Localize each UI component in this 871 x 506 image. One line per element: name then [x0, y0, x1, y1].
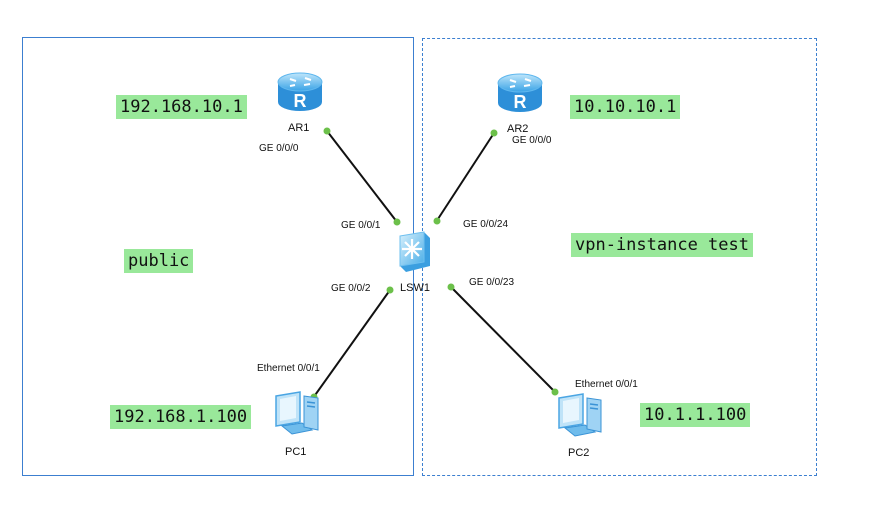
- port-label-ar2-ge000: GE 0/0/0: [512, 135, 552, 146]
- port-dot-lsw1-ge0024: [433, 217, 441, 225]
- pc1-ip-label: 192.168.1.100: [110, 405, 252, 429]
- link-pc2-lsw1: [450, 286, 556, 393]
- port-label-lsw1-ge0024: GE 0/0/24: [463, 219, 509, 230]
- port-label-lsw1-ge002: GE 0/0/2: [331, 283, 371, 294]
- public-zone-label: public: [124, 249, 194, 273]
- port-label-pc1-eth001: Ethernet 0/0/1: [257, 363, 320, 374]
- ar2-name: AR2: [507, 123, 529, 135]
- link-ar1-lsw1: [326, 130, 398, 223]
- pc-icon: [558, 393, 602, 437]
- port-dot-pc2: [551, 388, 559, 396]
- port-label-lsw1-ge001: GE 0/0/1: [341, 220, 381, 231]
- ar1-name: AR1: [288, 122, 310, 134]
- pc2-ip-label: 10.1.1.100: [640, 403, 751, 427]
- port-dot-lsw1-ge002: [386, 286, 394, 294]
- link-ar2-lsw1: [435, 132, 495, 223]
- port-label-pc2-eth001: Ethernet 0/0/1: [575, 379, 638, 390]
- port-dot-ar2: [490, 129, 498, 137]
- router-icon: R: [277, 72, 323, 111]
- router-icon: R: [497, 73, 543, 112]
- svg-text:R: R: [514, 92, 527, 112]
- port-dot-ar1: [323, 127, 331, 135]
- port-dot-lsw1-ge0023: [447, 283, 455, 291]
- svg-text:R: R: [294, 91, 307, 111]
- ar2-ip-label: 10.10.10.1: [570, 95, 681, 119]
- port-label-ar1-ge000: GE 0/0/0: [259, 143, 299, 154]
- lsw1-name: LSW1: [400, 282, 430, 294]
- pc1-name: PC1: [285, 446, 307, 458]
- vpn-instance-zone-label: vpn-instance test: [571, 233, 753, 257]
- switch-icon: [399, 231, 430, 272]
- port-dot-lsw1-ge001: [393, 218, 401, 226]
- port-label-lsw1-ge0023: GE 0/0/23: [469, 277, 515, 288]
- pc2-name: PC2: [568, 447, 590, 459]
- pc-icon: [275, 391, 319, 435]
- link-pc1-lsw1: [312, 289, 391, 399]
- ar1-ip-label: 192.168.10.1: [116, 95, 247, 119]
